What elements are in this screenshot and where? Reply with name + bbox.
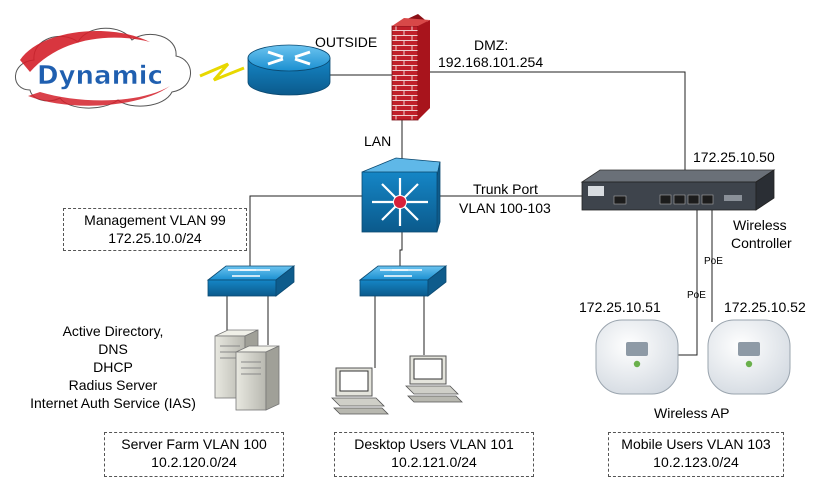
trunk-port-label: Trunk Port xyxy=(473,181,538,197)
desktop-vlan-box: Desktop Users VLAN 101 10.2.121.0/24 xyxy=(334,432,534,477)
dmz-ip: 192.168.101.254 xyxy=(438,54,544,70)
link-core-mgmt-switch xyxy=(249,195,362,268)
poe-label-1: PoE xyxy=(704,256,723,267)
trunk-vlans-label: VLAN 100-103 xyxy=(459,200,551,216)
server-icon-2 xyxy=(235,345,280,411)
box-subnet: 172.25.10.0/24 xyxy=(108,230,202,246)
server-services-list: Active Directory, DNS DHCP Radius Server… xyxy=(0,322,226,412)
box-subnet: 10.2.120.0/24 xyxy=(151,454,237,470)
desktop-pc-icon xyxy=(331,367,389,415)
mobile-vlan-box: Mobile Users VLAN 103 10.2.123.0/24 xyxy=(608,432,784,477)
service-item: Radius Server xyxy=(68,377,158,393)
lightning-icon xyxy=(199,62,245,82)
poe-label-2: PoE xyxy=(687,290,706,301)
access-point-icon-2 xyxy=(707,319,791,395)
box-title: Server Farm VLAN 100 xyxy=(121,436,267,452)
core-switch-icon xyxy=(361,157,441,233)
connection-lines xyxy=(226,71,713,368)
service-item: Active Directory, xyxy=(62,323,164,339)
box-subnet: 10.2.123.0/24 xyxy=(653,454,739,470)
cloud-swoosh xyxy=(20,30,150,72)
server-farm-vlan-box: Server Farm VLAN 100 10.2.120.0/24 xyxy=(104,432,284,477)
cloud-swoosh-2 xyxy=(28,86,170,106)
ap1-ip-label: 172.25.10.51 xyxy=(579,299,661,315)
dmz-title: DMZ: xyxy=(474,37,509,53)
service-item: DHCP xyxy=(93,359,133,375)
wireless-ap-label: Wireless AP xyxy=(654,405,730,421)
desktop-pc-icon-2 xyxy=(405,355,463,403)
wlc-name-1: Wireless xyxy=(733,217,787,233)
wlc-name-2: Controller xyxy=(731,235,792,251)
mgmt-switch-icon xyxy=(206,265,296,297)
box-title: Desktop Users VLAN 101 xyxy=(354,436,514,452)
link-firewall-dmz-wlc xyxy=(430,71,686,170)
outside-label: OUTSIDE xyxy=(315,34,378,50)
box-title: Mobile Users VLAN 103 xyxy=(621,436,771,452)
link-core-desktop-switch xyxy=(399,232,403,268)
link-wlc-ap1-poe xyxy=(677,210,698,356)
cloud-text: Dynamic xyxy=(37,61,163,91)
lan-label: LAN xyxy=(364,133,392,149)
access-point-icon xyxy=(595,319,679,395)
box-subnet: 10.2.121.0/24 xyxy=(391,454,477,470)
desktop-switch-icon xyxy=(358,265,448,297)
service-item: DNS xyxy=(98,341,128,357)
internet-cloud: Dynamic xyxy=(15,27,245,109)
firewall-icon xyxy=(391,14,430,121)
ap2-ip-label: 172.25.10.52 xyxy=(724,299,806,315)
management-vlan-box: Management VLAN 99 172.25.10.0/24 xyxy=(63,208,247,251)
router-icon xyxy=(247,44,331,96)
box-title: Management VLAN 99 xyxy=(84,212,226,228)
wireless-controller-icon xyxy=(580,169,776,211)
wlc-ip-label: 172.25.10.50 xyxy=(693,149,775,165)
service-item: Internet Auth Service (IAS) xyxy=(30,395,196,411)
